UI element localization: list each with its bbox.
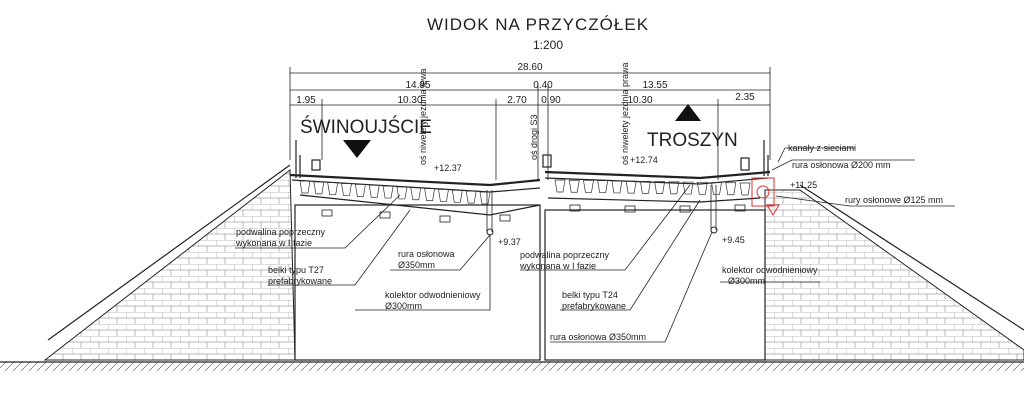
direction-right-label: TROSZYN (647, 130, 738, 151)
prefab-beam (583, 180, 594, 193)
prefab-beam (424, 188, 436, 201)
dim-right-half: 13.55 (642, 80, 667, 91)
prefab-beam (568, 179, 580, 193)
note-collector-right-2: Ø300mm (728, 276, 765, 286)
direction-left-label: ŚWINOUJŚCIE (300, 116, 432, 138)
dimension-lines (289, 67, 771, 180)
prefab-beam (354, 184, 366, 197)
note-beams-t27-2: prefabrykowane (268, 276, 332, 286)
left-abutment-wall (294, 204, 541, 361)
right-abutment-wall (544, 209, 766, 361)
elev-utility: +11.25 (790, 180, 817, 190)
prefab-beam (313, 181, 325, 195)
elev-right-deck: +12.74 (630, 155, 658, 165)
arrow-up-icon (675, 104, 701, 121)
dim-left-sidewalk: 1.95 (296, 95, 316, 106)
drawing-title: WIDOK NA PRZYCZÓŁEK (427, 15, 649, 34)
prefab-beam (465, 190, 477, 204)
cross-beam-boxes (321, 204, 746, 223)
axis-road: oś drogi S3 (529, 114, 539, 160)
prefab-beam (611, 180, 623, 194)
prefab-beam (299, 180, 311, 194)
note-collector-left-2: Ø300mm (385, 301, 422, 311)
note-utility-channels: kanały z sieciami (788, 143, 856, 153)
dim-center-left: 0.90 (541, 95, 561, 106)
prefab-beam (725, 182, 737, 196)
note-collector-right-1: kolektor odwodnieniowy (722, 265, 818, 275)
prefab-beam (327, 182, 339, 196)
note-pipe-200: rura osłonowa Ø200 mm (792, 160, 891, 170)
elev-left-bottom: +9.37 (498, 237, 521, 247)
left-embankment (43, 168, 296, 361)
dim-gap: 0.40 (533, 80, 553, 91)
ground-hatch (0, 362, 1024, 371)
prefab-beam (479, 191, 491, 205)
prefab-beam (682, 181, 694, 195)
note-beams-t24-2: prefabrykowane (562, 301, 626, 311)
prefab-beam (711, 182, 722, 195)
dim-left-roadway: 10.30 (397, 95, 422, 106)
prefab-beam (396, 186, 408, 200)
drainage-pipes (486, 185, 717, 232)
prefab-beam (696, 181, 708, 195)
note-collector-left-1: kolektor odwodnieniowy (385, 290, 481, 300)
dim-right-sidewalk: 2.35 (735, 92, 755, 103)
prefab-beam (410, 187, 422, 201)
note-pipes-125: rury osłonowe Ø125 mm (845, 195, 943, 205)
note-cross-beam-right-1: podwalina poprzeczny (520, 250, 610, 260)
dim-left-half: 14.95 (405, 80, 430, 91)
beams-right (554, 179, 751, 196)
utility-channel (751, 177, 780, 216)
prefab-beam (639, 181, 651, 194)
prefab-beam (368, 184, 380, 198)
dim-overall: 28.60 (517, 62, 542, 73)
note-cross-beam-left-2: wykonana w I fazie (235, 238, 312, 248)
drawing-scale: 1:200 (533, 38, 563, 52)
note-pipe-350-left-2: Ø350mm (398, 260, 435, 270)
note-cross-beam-right-2: wykonana w I fazie (519, 261, 596, 271)
prefab-beam (654, 181, 666, 194)
note-pipe-350-left-1: rura osłonowa (398, 249, 455, 259)
leader-lines (235, 147, 955, 343)
right-collector-point (710, 226, 718, 234)
prefab-beam (739, 182, 751, 196)
beams-left (299, 180, 491, 205)
prefab-beam (597, 180, 609, 194)
note-cross-beam-left-1: podwalina poprzeczny (236, 227, 326, 237)
right-embankment (764, 189, 1024, 361)
prefab-beam (668, 181, 680, 195)
deck (289, 170, 771, 216)
prefab-beam (554, 179, 566, 193)
prefab-beam (438, 189, 449, 202)
railings (295, 140, 769, 178)
prefab-beam (451, 189, 463, 203)
note-beams-t24-1: belki typu T24 (562, 290, 618, 300)
dim-right-roadway: 10.30 (627, 95, 652, 106)
dim-left-median: 2.70 (507, 95, 527, 106)
elev-left-deck: +12.37 (434, 163, 462, 173)
axis-right-grade: oś niwelety jezdnia prawa (620, 62, 630, 165)
prefab-beam (341, 183, 352, 196)
note-beams-t27-1: belki typu T27 (268, 265, 324, 275)
axis-left-grade: oś niwelety jezdnia lewa (418, 68, 428, 165)
elev-right-bottom: +9.45 (722, 235, 745, 245)
note-pipe-350-right: rura osłonowa Ø350mm (550, 332, 646, 342)
prefab-beam (382, 185, 394, 199)
arrow-down-icon (343, 140, 371, 158)
prefab-beam (625, 180, 637, 194)
